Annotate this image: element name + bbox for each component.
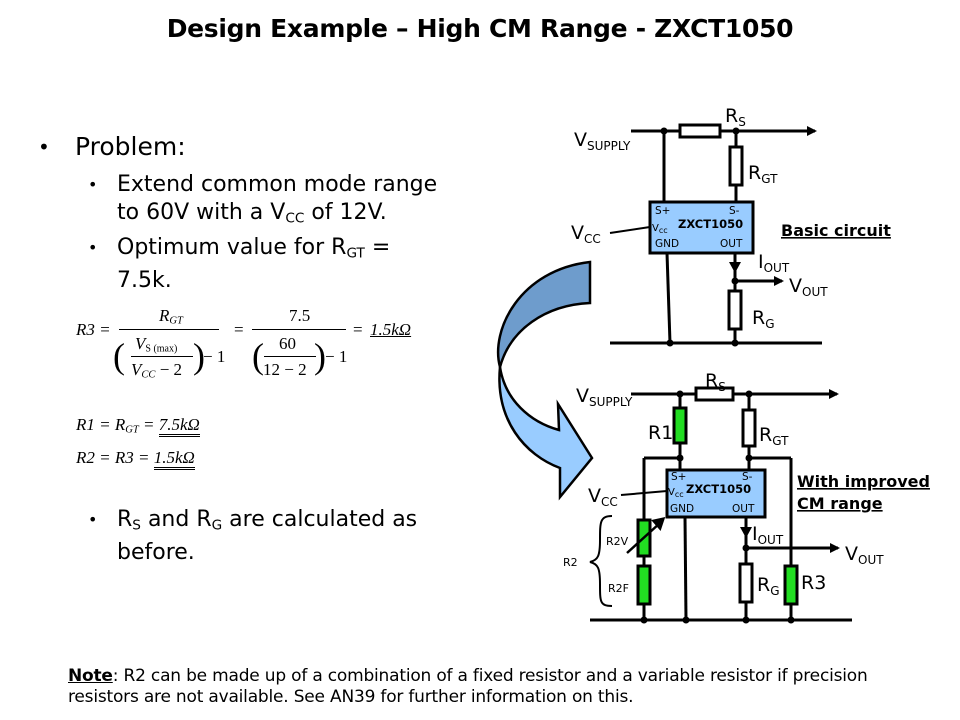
den-12-minus-2: 12 − 2 <box>263 360 307 379</box>
rgt-label: RGT <box>748 162 778 186</box>
num-60: 60 <box>279 334 296 353</box>
r2-label: R2 <box>563 556 578 569</box>
equals-3: = <box>353 320 363 339</box>
curved-arrow-icon <box>496 260 594 501</box>
vout-label: VOUT <box>789 275 828 299</box>
rg-label: RG <box>757 574 780 598</box>
rgt-label: RGT <box>759 424 789 448</box>
equals-2: = <box>234 320 244 339</box>
r3-resistor <box>783 564 799 606</box>
chip-pin-out: OUT <box>732 503 755 515</box>
rgt-resistor <box>728 145 744 187</box>
paren-right: ) <box>193 336 205 376</box>
r1-result: 7.5kΩ <box>158 415 200 437</box>
item-1-line-2: to 60V with a VCC of 12V. <box>117 200 387 227</box>
rs-rg-line-1: RS and RG are calculated as <box>117 507 418 534</box>
rs-resistor <box>678 123 722 139</box>
variable-arrow <box>626 522 661 554</box>
vcc-label: VCC <box>588 485 618 509</box>
chip-pin-vcc: Vcc <box>652 223 668 235</box>
vcc-minus-2: VCC − 2 <box>131 360 183 381</box>
r2-result: 1.5kΩ <box>153 448 195 470</box>
chip-pin-out: OUT <box>720 238 743 250</box>
chip-pin-sm: S- <box>742 471 753 483</box>
r3-numerator: RGT <box>159 306 183 327</box>
iout-label: IOUT <box>758 251 790 275</box>
r1-label: R1 <box>648 422 673 444</box>
fraction-bar-2 <box>252 329 346 330</box>
improved-caption-line-2: CM range <box>797 494 883 513</box>
item-2-line-2: 7.5k. <box>117 268 172 294</box>
paren-right-2: ) <box>314 336 326 376</box>
fraction-bar <box>119 329 219 330</box>
r3-label: R3 <box>801 572 826 594</box>
rs-label: RS <box>725 105 746 129</box>
inner-fraction-bar-2 <box>264 356 316 357</box>
minus-one: − 1 <box>203 347 226 366</box>
rg-resistor <box>738 562 754 604</box>
problem-heading: Problem: <box>75 132 186 161</box>
vs-max: VS (max) <box>135 334 178 355</box>
bullet-dot: • <box>88 510 98 529</box>
chip-pin-sp: S+ <box>655 205 670 217</box>
iout-label: IOUT <box>752 523 784 547</box>
rs-resistor <box>694 386 735 402</box>
note-label: Note <box>68 666 113 686</box>
paren-left: ( <box>113 336 125 376</box>
chip-pin-sp: S+ <box>671 471 686 483</box>
rs-label: RS <box>705 370 726 394</box>
zxct1050-chip-improved <box>665 468 767 519</box>
footnote: Note: R2 can be made up of a combination… <box>68 666 928 708</box>
r2f-resistor <box>636 564 652 606</box>
r1-resistor <box>672 406 688 445</box>
improved-circuit-labels: VSUPPLY RS R1 RGT VCC IOUT VOUT RG R3 R2… <box>563 370 930 598</box>
basic-circuit <box>609 123 822 347</box>
improved-circuit <box>589 386 852 624</box>
item-2-line-1: Optimum value for RGT = <box>117 235 391 262</box>
r2-brace <box>589 515 613 607</box>
r2-equation: R2 = R3 = 1.5kΩ <box>76 448 195 470</box>
chip-pin-gnd: GND <box>670 503 694 515</box>
num-7-5: 7.5 <box>289 306 311 325</box>
r3-result: 1.5kΩ <box>370 320 412 339</box>
rs-rg-line-2: before. <box>117 540 195 566</box>
bullet-dot: • <box>38 135 50 159</box>
basic-circuit-caption: Basic circuit <box>781 221 891 240</box>
chip-pin-vcc: Vcc <box>668 487 684 499</box>
r2f-label: R2F <box>608 582 629 595</box>
bullet-dot: • <box>88 175 98 194</box>
vout-label: VOUT <box>845 543 884 567</box>
r2v-label: R2V <box>606 535 629 548</box>
rg-resistor <box>727 289 743 331</box>
paren-left-2: ( <box>252 336 264 376</box>
chip-pin-gnd: GND <box>655 238 679 250</box>
rg-label: RG <box>752 307 775 331</box>
note-text: : R2 can be made up of a combination of … <box>68 666 868 707</box>
chip-name: ZXCT1050 <box>678 217 743 231</box>
improved-caption-line-1: With improved <box>797 472 930 491</box>
r1-equation: R1 = RGT = 7.5kΩ <box>76 415 200 437</box>
r3-lhs: R3 = <box>76 320 111 339</box>
slide-title: Design Example – High CM Range - ZXCT105… <box>166 14 794 43</box>
chip-pin-sm: S- <box>729 205 740 217</box>
basic-circuit-labels: VSUPPLY RS RGT VCC IOUT VOUT RG S+ S- Vc… <box>571 105 891 331</box>
inner-fraction-bar <box>131 356 193 357</box>
vsupply-label: VSUPPLY <box>574 129 631 153</box>
bullet-dot: • <box>88 238 98 257</box>
rgt-resistor <box>741 408 757 448</box>
minus-one-2: − 1 <box>325 347 348 366</box>
vcc-label: VCC <box>571 222 601 246</box>
item-1-line-1: Extend common mode range <box>117 172 438 197</box>
vsupply-label: VSUPPLY <box>576 385 633 409</box>
chip-name: ZXCT1050 <box>686 482 751 496</box>
